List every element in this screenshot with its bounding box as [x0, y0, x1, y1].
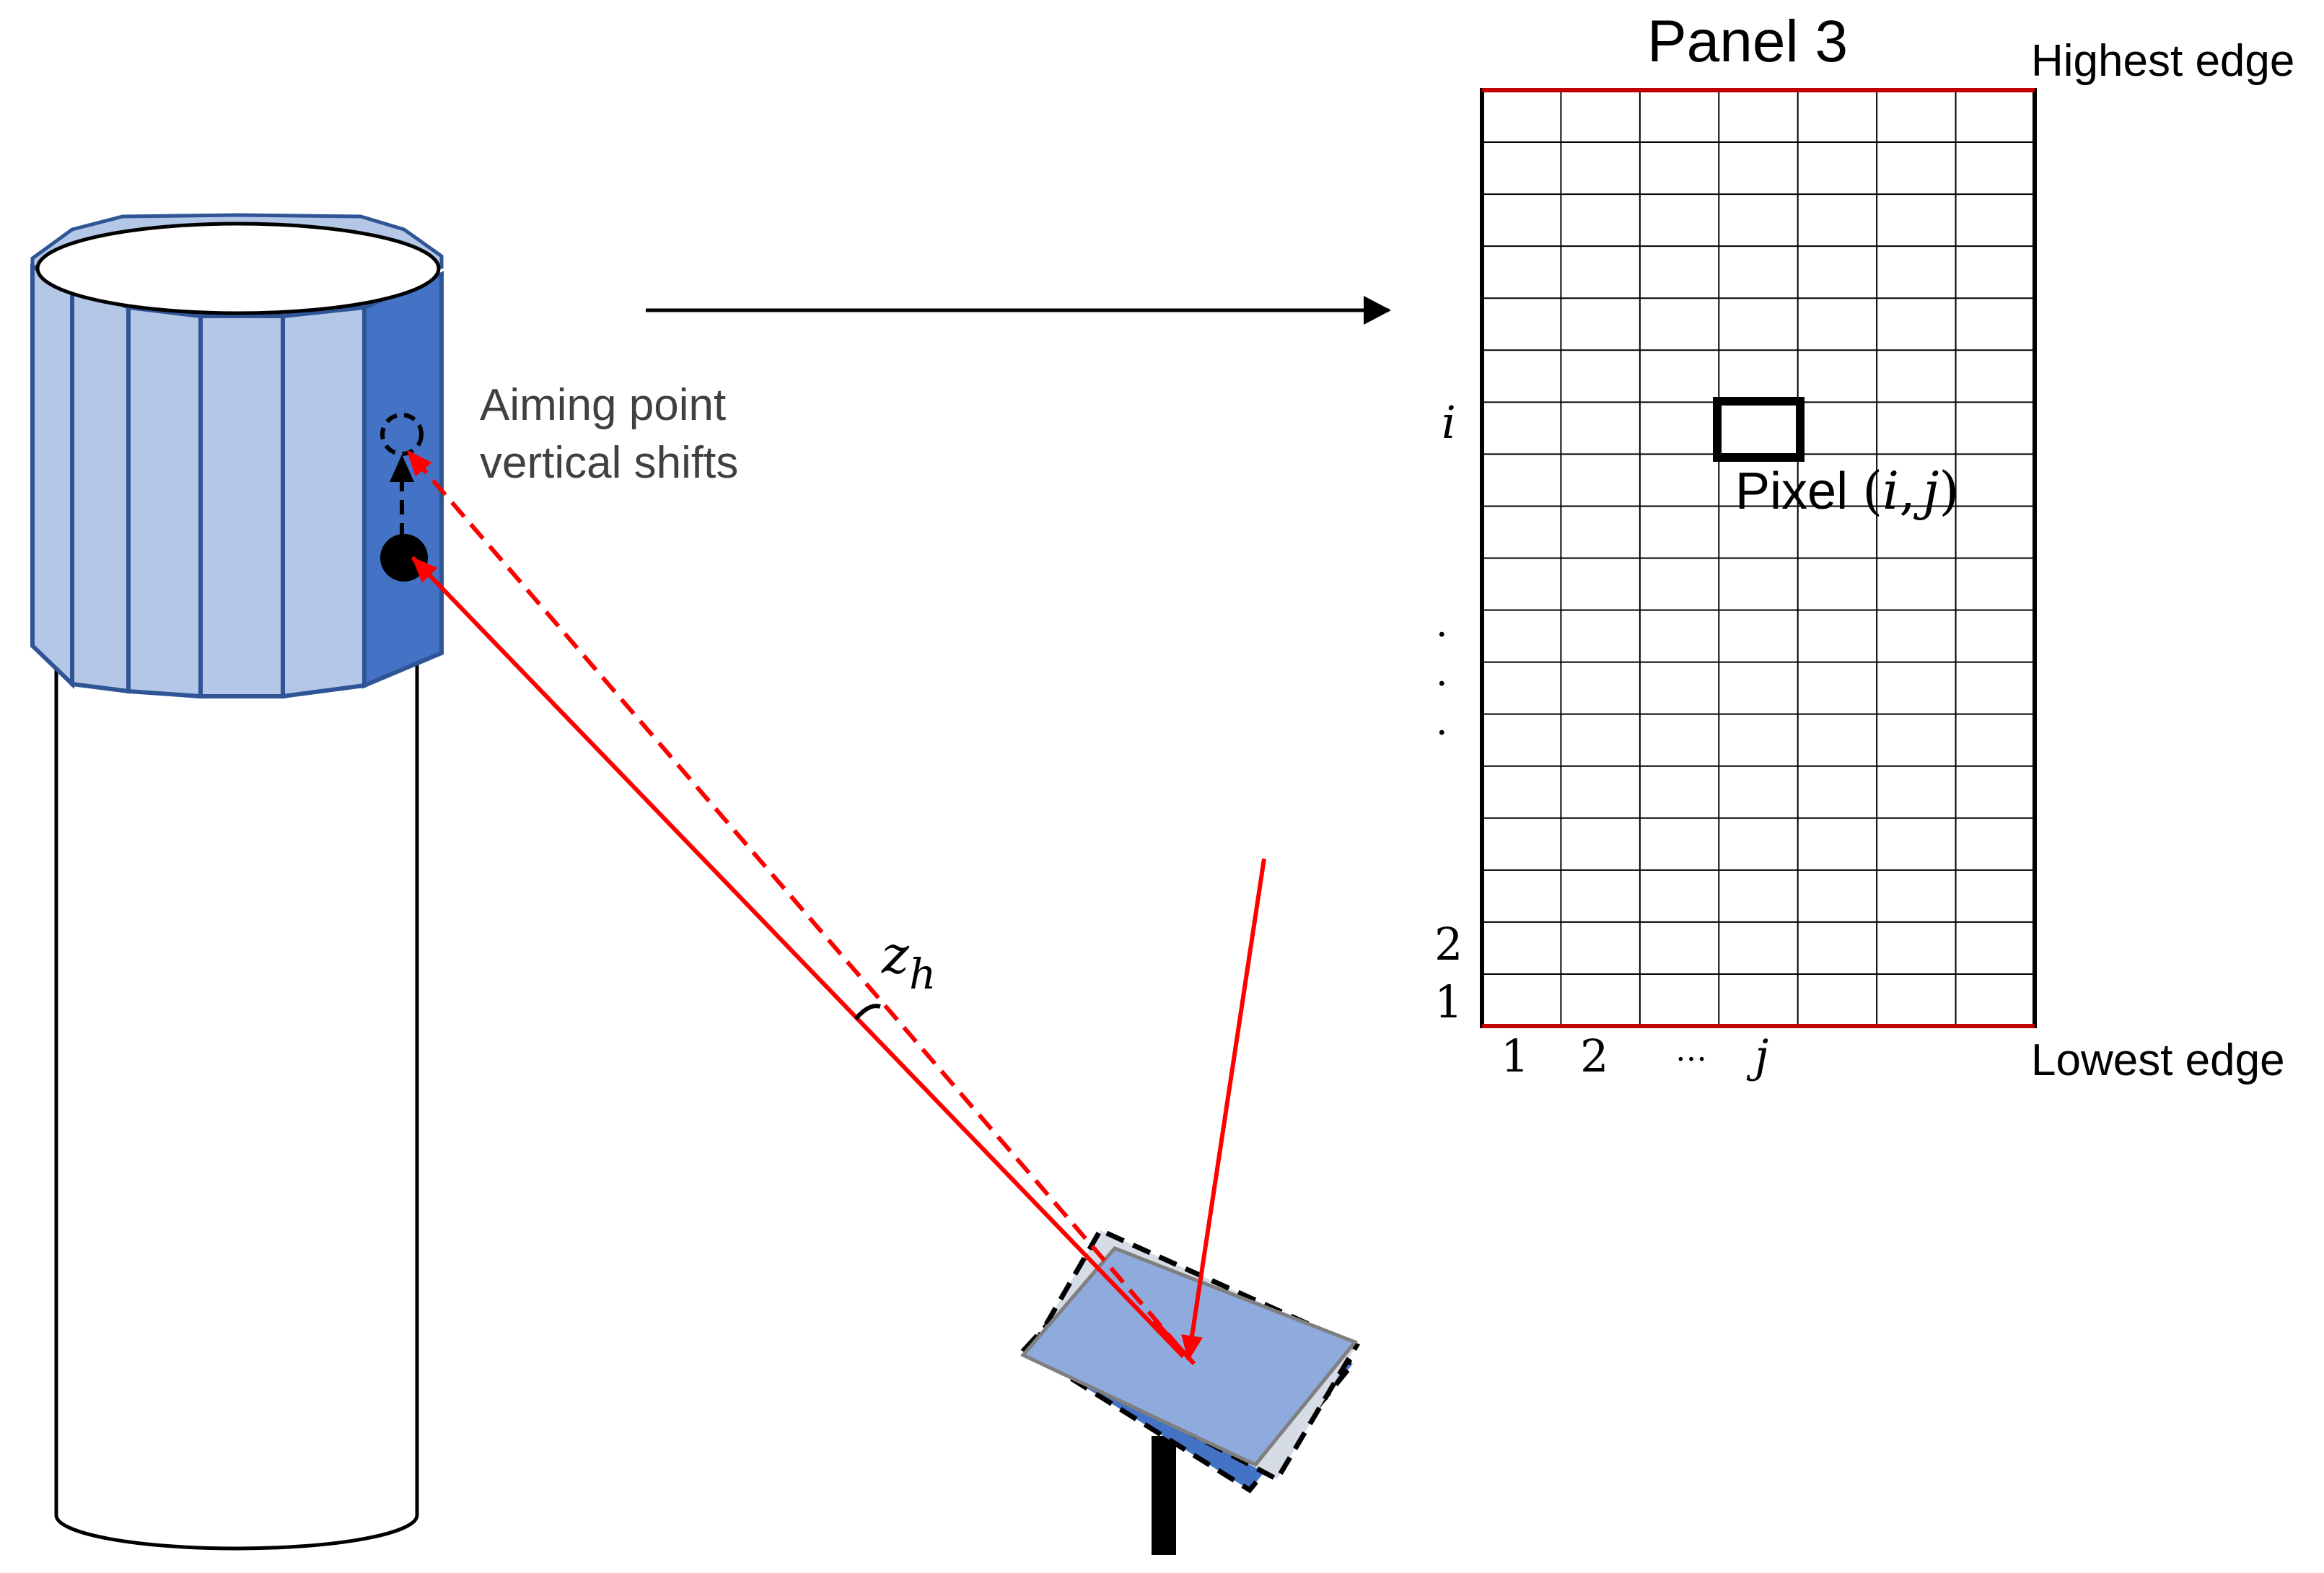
highest-edge-label: Highest edge [2031, 36, 2294, 86]
row-label-i: i [1442, 396, 1456, 449]
row-dot: . [1436, 701, 1448, 744]
detail-arrowhead [1364, 296, 1391, 325]
receiver-panel [70, 279, 131, 694]
pixel-grid [1482, 90, 2035, 1026]
tower [30, 213, 444, 1551]
row-label-2: 2 [1434, 918, 1463, 970]
rays [405, 450, 1266, 1366]
row-dot: . [1436, 603, 1448, 646]
tower-body [54, 649, 419, 1551]
col-label-j: j [1746, 1030, 1768, 1082]
reflected-ray-shifted [405, 450, 1182, 1349]
incident-sun-ray [1181, 858, 1266, 1362]
aiming-annotation-line2: vertical shifts [480, 438, 738, 488]
tower-top-opening [35, 222, 441, 315]
angle-label: zh [881, 924, 936, 999]
reflected-ray-original [411, 556, 1185, 1359]
pixel-label: Pixel (i,j) [1735, 460, 1960, 521]
receiver-panel [30, 263, 74, 690]
aiming-point-original [380, 534, 428, 582]
angle-arc [854, 1004, 881, 1020]
heliostat [1020, 1227, 1361, 1555]
col-label-1: 1 [1501, 1030, 1529, 1082]
highlighted-pixel [1713, 397, 1805, 462]
reflected-ray-origin-tail [1152, 1318, 1196, 1366]
aiming-annotation-line1: Aiming point [480, 380, 726, 430]
row-label-1: 1 [1434, 976, 1463, 1028]
receiver-panel [198, 314, 285, 698]
aiming-point-shifted [380, 413, 424, 456]
lowest-edge-label: Lowest edge [2031, 1035, 2285, 1085]
receiver-panels [30, 263, 444, 699]
row-dot: . [1436, 652, 1448, 695]
heliostat-pedestal [1152, 1436, 1176, 1555]
col-label-2: 2 [1580, 1030, 1608, 1082]
receiver-panel [126, 304, 203, 699]
panel-title: Panel 3 [1647, 9, 1848, 74]
panel-detail [1480, 88, 2037, 1028]
receiver-panel [281, 304, 367, 699]
col-label-ellipsis: … [1675, 1032, 1707, 1069]
